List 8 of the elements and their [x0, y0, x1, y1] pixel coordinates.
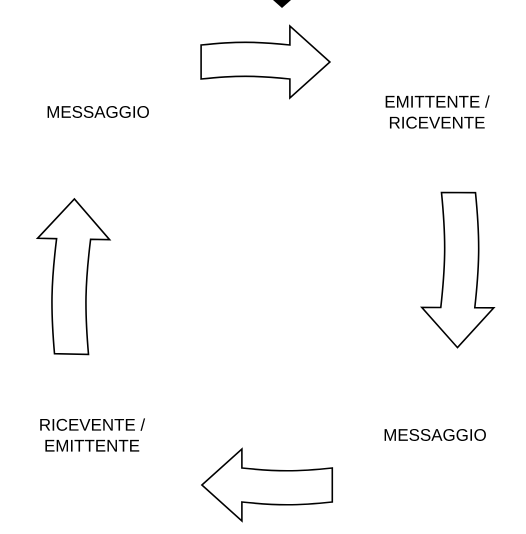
block-arrow [200, 25, 331, 99]
node-label: MESSAGGIO [48, 106, 149, 118]
block-arrow [36, 198, 110, 356]
block-arrow [421, 192, 495, 348]
node-label: RICEVENTE / EMITTENTE [40, 418, 146, 452]
block-arrow [201, 448, 334, 522]
node-label: MESSAGGIO [384, 429, 486, 441]
node-label: EMITTENTE / RICEVENTE [386, 95, 490, 129]
